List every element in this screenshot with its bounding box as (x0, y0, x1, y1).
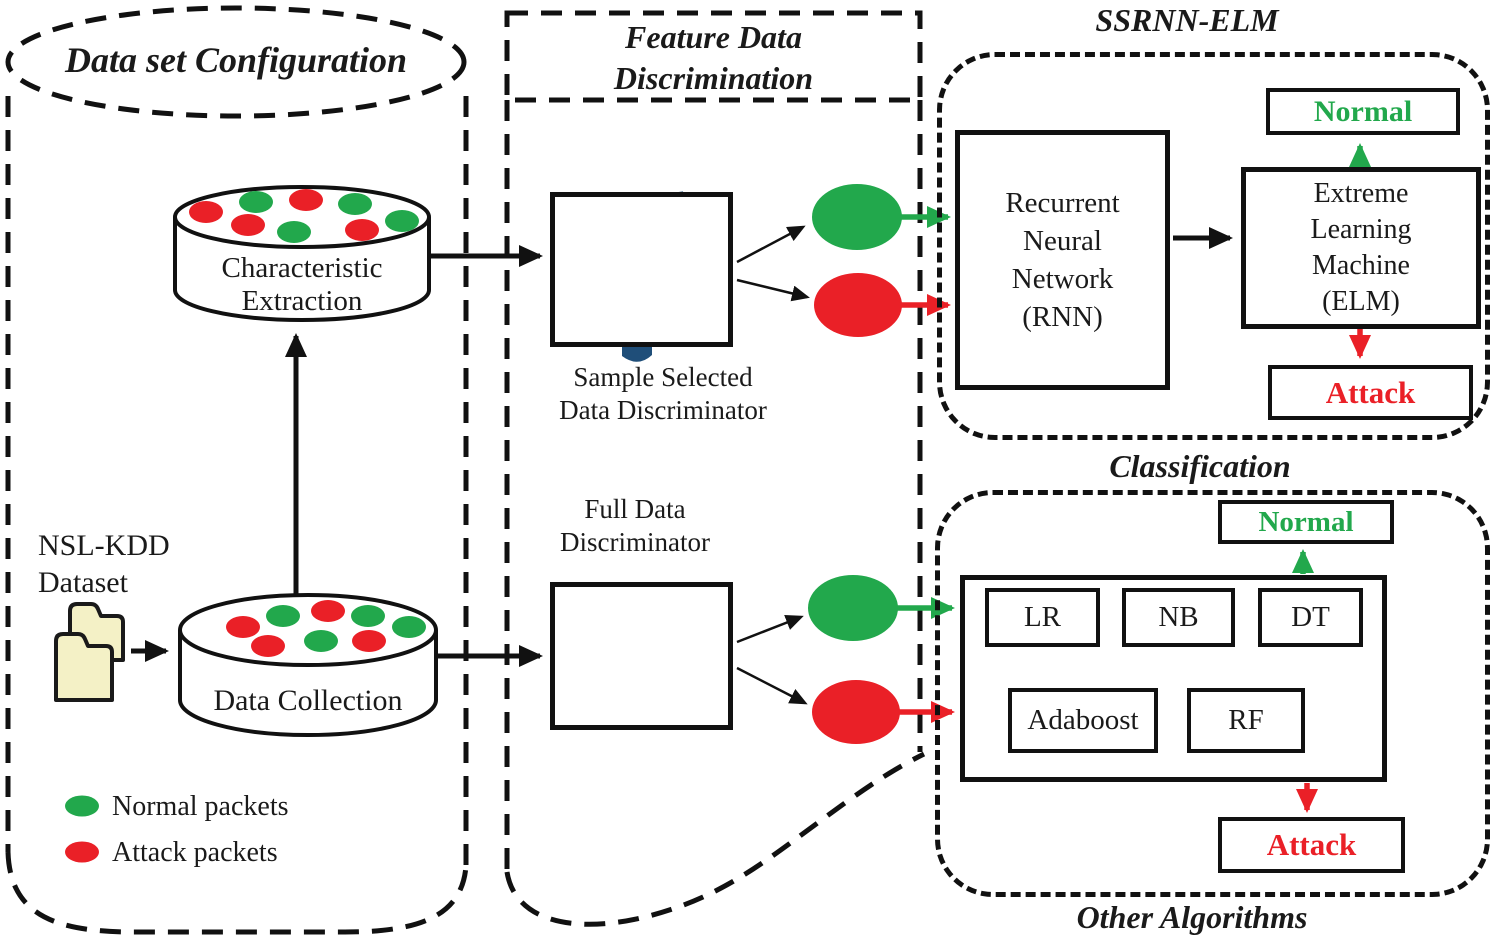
packet-dots (226, 600, 426, 657)
attack-packet-ellipse (814, 273, 951, 337)
packet-dots (189, 189, 419, 243)
data-collection-cylinder (178, 593, 438, 737)
other-algorithms-container (935, 490, 1490, 897)
split-arrows (736, 225, 810, 705)
ssrnn-attack-box: Attack (1268, 365, 1473, 420)
characteristic-extraction-label: Characteristic Extraction (221, 252, 383, 317)
data-collection-label: Data Collection (213, 684, 403, 717)
feature-discrimination-outline (504, 10, 926, 927)
legend-attack-swatch (65, 841, 99, 863)
nslkdd-dataset-label: NSL-KDD Dataset (38, 529, 170, 599)
dataset-config-outline (5, 5, 469, 935)
attack-packet-ellipse (812, 680, 955, 744)
feature-discrimination-title: Feature Data Discrimination (613, 19, 814, 96)
legend-normal-swatch (65, 795, 99, 817)
other-algorithms-title: Other Algorithms (1076, 899, 1308, 935)
classification-attack-box: Attack (1218, 817, 1405, 873)
characteristic-extraction-cylinder (173, 185, 431, 322)
algorithm-box-rf: RF (1187, 688, 1305, 753)
algorithm-box-dt: DT (1258, 588, 1363, 647)
sample-selected-discriminator-box (550, 192, 733, 347)
normal-packet-ellipse (808, 575, 955, 641)
dataset-config-top-ellipse (5, 5, 467, 119)
ssrnn-elm-container (937, 52, 1490, 440)
folder-icon (54, 602, 125, 702)
ssrnn-normal-box: Normal (1266, 88, 1460, 135)
flow-arrows (131, 227, 1233, 667)
full-data-label: Full Data Discriminator (560, 494, 710, 557)
algorithm-box-lr: LR (985, 588, 1100, 647)
legend-attack-label: Attack packets (112, 837, 278, 868)
classification-title: Classification (1109, 448, 1291, 484)
classification-normal-box: Normal (1218, 500, 1394, 544)
normal-packet-ellipse (812, 184, 951, 250)
feature-title-dashed-box (504, 10, 923, 103)
ssrnn-elm-title: SSRNN-ELM (1095, 2, 1279, 38)
algorithm-box-nb: NB (1122, 588, 1235, 647)
rnn-box: Recurrent Neural Network (RNN) (955, 130, 1170, 390)
full-data-discriminator-box (550, 582, 733, 730)
legend-normal-label: Normal packets (112, 791, 289, 822)
algorithm-box-adaboost: Adaboost (1008, 688, 1158, 753)
elm-box: Extreme Learning Machine (ELM) (1241, 167, 1481, 329)
sample-selected-label: Sample Selected Data Discriminator (559, 362, 767, 425)
result-arrows (1292, 143, 1371, 813)
legend-swatches (65, 795, 99, 863)
dataset-config-title: Data set Configuration (64, 40, 408, 80)
